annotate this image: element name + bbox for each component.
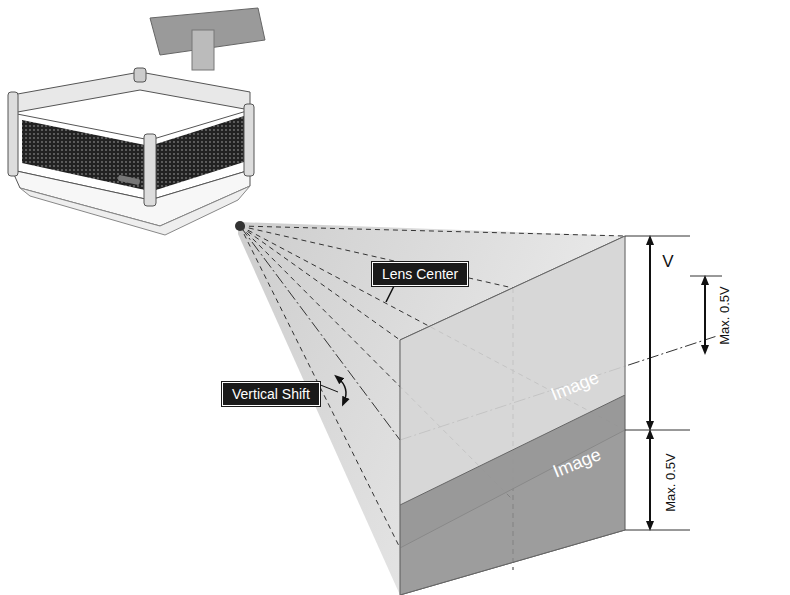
- callout-text: Vertical Shift: [232, 386, 310, 402]
- callout-text: Lens Center: [382, 266, 458, 282]
- callout-tag: Vertical Shift: [222, 382, 320, 406]
- dimension-label: V: [660, 252, 675, 272]
- dimension-label: Max. 0.5V: [663, 451, 678, 514]
- shifted-image-area: Image: [400, 395, 625, 595]
- dimension-label: Max. 0.5V: [717, 284, 732, 347]
- panel-outline: [400, 395, 625, 595]
- callout-tag: Lens Center: [372, 262, 468, 286]
